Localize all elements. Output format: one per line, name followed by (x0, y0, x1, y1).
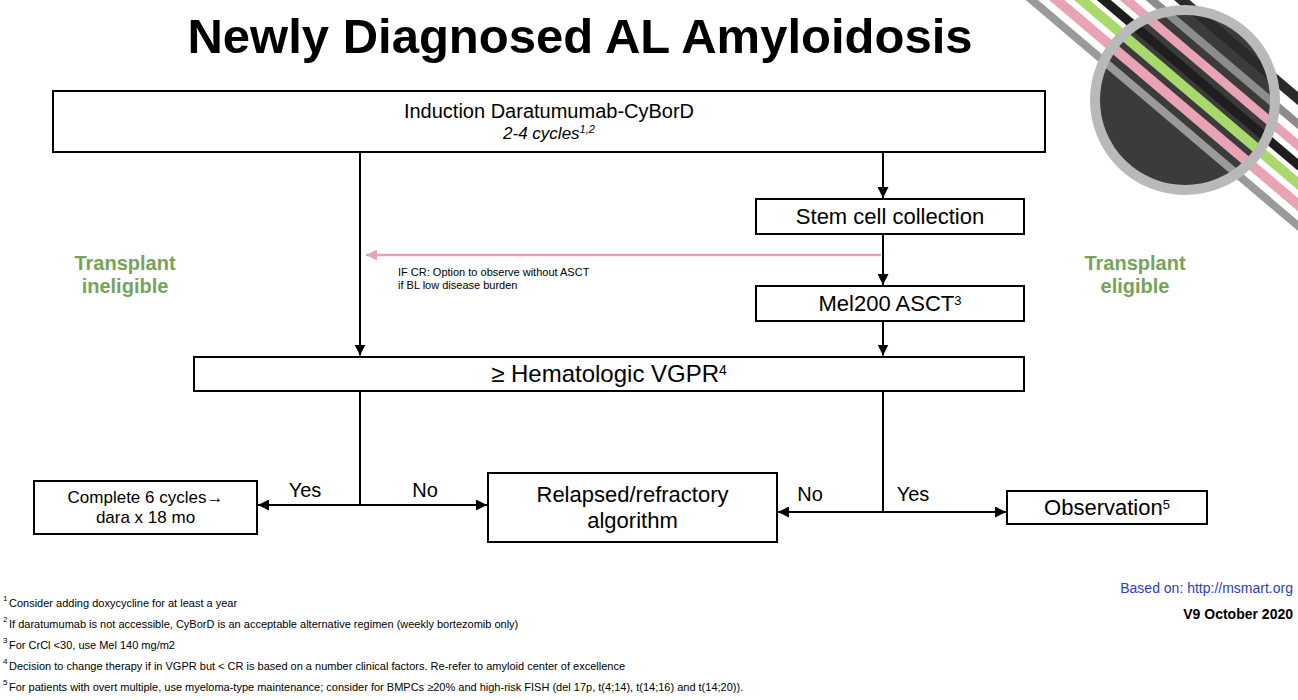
source-note: Based on: http://msmart.org (1035, 580, 1293, 596)
node-content: Relapsed/refractory algorithm (515, 482, 750, 533)
footnote-ref: 3 (954, 293, 961, 308)
logo (1020, 0, 1298, 270)
node-text: Relapsed/refractory algorithm (515, 482, 750, 533)
outcome-box: Relapsed/refractory algorithm (487, 472, 778, 543)
node-text: Complete 6 cycles→ dara x 18 mo (57, 488, 235, 527)
text-row: Stem cell collection (796, 204, 984, 229)
node-text: ≥ Hematologic VGPR (491, 360, 719, 387)
text-row: Mel200 ASCT3 (819, 291, 962, 316)
flow-arrow (883, 392, 1006, 513)
logo-ring (1095, 10, 1275, 190)
group-label: Transplant ineligible (60, 252, 190, 298)
footnote-number: 3 (3, 636, 7, 645)
logo-stripe (1170, 0, 1298, 270)
footnote: Consider adding doxycycline for at least… (9, 597, 237, 610)
footnote-number: 2 (3, 615, 7, 624)
branch-label: Yes (287, 479, 324, 501)
footnote-ref: 5 (1163, 497, 1170, 512)
branch-label: No (795, 483, 825, 505)
node-text: Induction Daratumumab-CyBorD (404, 100, 694, 122)
footnote-ref: 1,2 (580, 123, 595, 135)
flow-arrow (882, 322, 884, 356)
footnote: Decision to change therapy if in VGPR bu… (9, 660, 625, 673)
text-row: Observation5 (1044, 495, 1170, 520)
footnote: For patients with overt multiple, use my… (9, 681, 743, 694)
text-row: Induction Daratumumab-CyBorD (404, 100, 694, 123)
node-content: Mel200 ASCT3 (819, 291, 962, 316)
flow-arrow (882, 235, 884, 285)
flow-arrow (359, 153, 361, 356)
flow-arrow (258, 392, 360, 506)
version-note: V9 October 2020 (1035, 606, 1293, 622)
title: Newly Diagnosed AL Amyloidosis (130, 8, 1030, 64)
annotation: IF CR: Option to observe without ASCT if… (398, 266, 593, 291)
footnote-number: 5 (3, 678, 7, 687)
node-content: Stem cell collection (796, 204, 984, 229)
outcome-box: Complete 6 cycles→ dara x 18 mo (33, 480, 258, 535)
decision-bar: ≥ Hematologic VGPR4 (193, 356, 1025, 392)
node-content: Induction Daratumumab-CyBorD2-4 cycles1,… (404, 100, 694, 144)
flow-arrow (778, 392, 883, 513)
branch-label: No (410, 479, 440, 501)
process-box: Stem cell collection (755, 198, 1025, 235)
text-row: Complete 6 cycles→ dara x 18 mo (57, 488, 235, 527)
node-text: 2-4 cycles (503, 124, 580, 143)
flow-arrow (360, 392, 487, 506)
footnote-ref: 4 (719, 362, 727, 378)
node-text: Observation (1044, 495, 1163, 520)
branch-label: Yes (895, 483, 932, 505)
node-content: Observation5 (1044, 495, 1170, 520)
footnote: If daratumumab is not accessible, CyBorD… (9, 618, 518, 631)
text-row: Relapsed/refractory algorithm (515, 482, 750, 533)
flow-arrow (882, 153, 884, 198)
node-content: Complete 6 cycles→ dara x 18 mo (57, 488, 235, 527)
outcome-box: Observation5 (1006, 490, 1208, 525)
node-text: Mel200 ASCT (819, 291, 955, 316)
node-text: Stem cell collection (796, 204, 984, 229)
text-row: ≥ Hematologic VGPR4 (491, 360, 727, 388)
footnote-number: 4 (3, 657, 7, 666)
footnote-number: 1 (3, 594, 7, 603)
text-row: 2-4 cycles1,2 (404, 123, 694, 144)
node-content: ≥ Hematologic VGPR4 (491, 360, 727, 388)
footnote: For CrCl <30, use Mel 140 mg/m2 (9, 639, 175, 652)
logo-stripe (1070, 0, 1298, 270)
group-label: Transplant eligible (1070, 252, 1200, 298)
induction-box: Induction Daratumumab-CyBorD2-4 cycles1,… (52, 90, 1046, 153)
option-arrow (366, 254, 881, 257)
process-box: Mel200 ASCT3 (755, 285, 1025, 322)
logo-stripe (1140, 0, 1298, 270)
